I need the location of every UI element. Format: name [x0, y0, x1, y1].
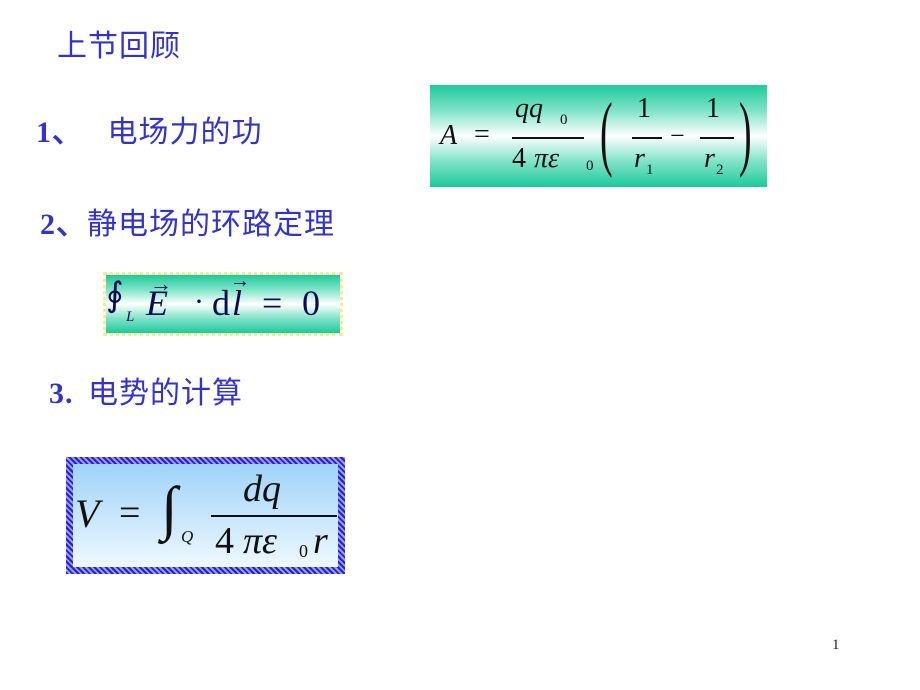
work-numerator-sub: 0 [560, 112, 568, 128]
potential-fraction-bar [211, 515, 337, 517]
section-3-heading: 3. 电势的计算 [49, 379, 243, 409]
loop-l: l [232, 283, 243, 323]
contour-integral-icon: ∮ [106, 277, 124, 314]
work-lhs: A [440, 120, 458, 151]
section-3-number: 3. [49, 377, 74, 410]
work-fraction-bar-1 [632, 137, 662, 139]
potential-lhs: V [75, 491, 100, 536]
work-den-pi-eps: πε [534, 143, 560, 174]
work-r2-sub: 2 [716, 162, 724, 178]
section-2-label: 静电场的环路定理 [87, 207, 335, 242]
work-formula-box: A = qq 0 4 πε 0 ( 1 r 1 − 1 r 2 ) [430, 85, 767, 187]
slide-title: 上节回顾 [57, 32, 181, 62]
loop-dot: · [194, 285, 204, 318]
section-3-label: 电势的计算 [88, 376, 244, 411]
loop-E: E [146, 283, 168, 323]
loop-theorem-formula-box: ∮ L E → · d l → = 0 [103, 271, 343, 336]
potential-den-pi-eps: πε [243, 520, 278, 562]
integral-icon: ∫ [161, 475, 178, 541]
work-equals: = [474, 119, 490, 150]
work-right-paren: ) [739, 86, 752, 179]
vector-arrow-icon: → [150, 271, 172, 296]
potential-den-sub: 0 [299, 541, 308, 561]
work-numerator: qq [515, 93, 543, 124]
work-left-paren: ( [600, 86, 613, 179]
potential-den-4: 4 [215, 520, 234, 562]
work-den-4: 4 [512, 143, 526, 174]
potential-formula-box: V = ∫ Q dq 4 πε 0 r [66, 457, 345, 574]
potential-sub: Q [181, 527, 194, 546]
work-den-sub: 0 [586, 158, 594, 174]
section-2-heading: 2、静电场的环路定理 [40, 210, 335, 240]
work-fraction-bar [512, 137, 584, 139]
potential-numerator: dq [243, 468, 281, 510]
work-r1: r [634, 143, 645, 174]
loop-equals: = [262, 283, 283, 323]
loop-sub: L [126, 309, 135, 325]
potential-den-r: r [313, 520, 328, 562]
slide-title-text: 上节回顾 [57, 29, 181, 64]
work-minus: − [670, 121, 685, 150]
vector-arrow-icon-l: → [230, 270, 250, 292]
section-1-label: 电场力的功 [107, 115, 263, 150]
loop-d: d [212, 283, 230, 323]
page-number: 1 [832, 637, 840, 653]
work-one-b: 1 [706, 93, 720, 124]
section-2-number: 2、 [40, 208, 87, 241]
section-1-number: 1、 [36, 116, 83, 149]
loop-rhs: 0 [302, 283, 320, 323]
work-fraction-bar-2 [700, 137, 734, 139]
section-1-heading: 1、 电场力的功 [36, 118, 263, 148]
work-r2: r [704, 143, 715, 174]
work-one-a: 1 [637, 93, 651, 124]
work-r1-sub: 1 [646, 162, 654, 178]
potential-equals: = [119, 492, 141, 534]
